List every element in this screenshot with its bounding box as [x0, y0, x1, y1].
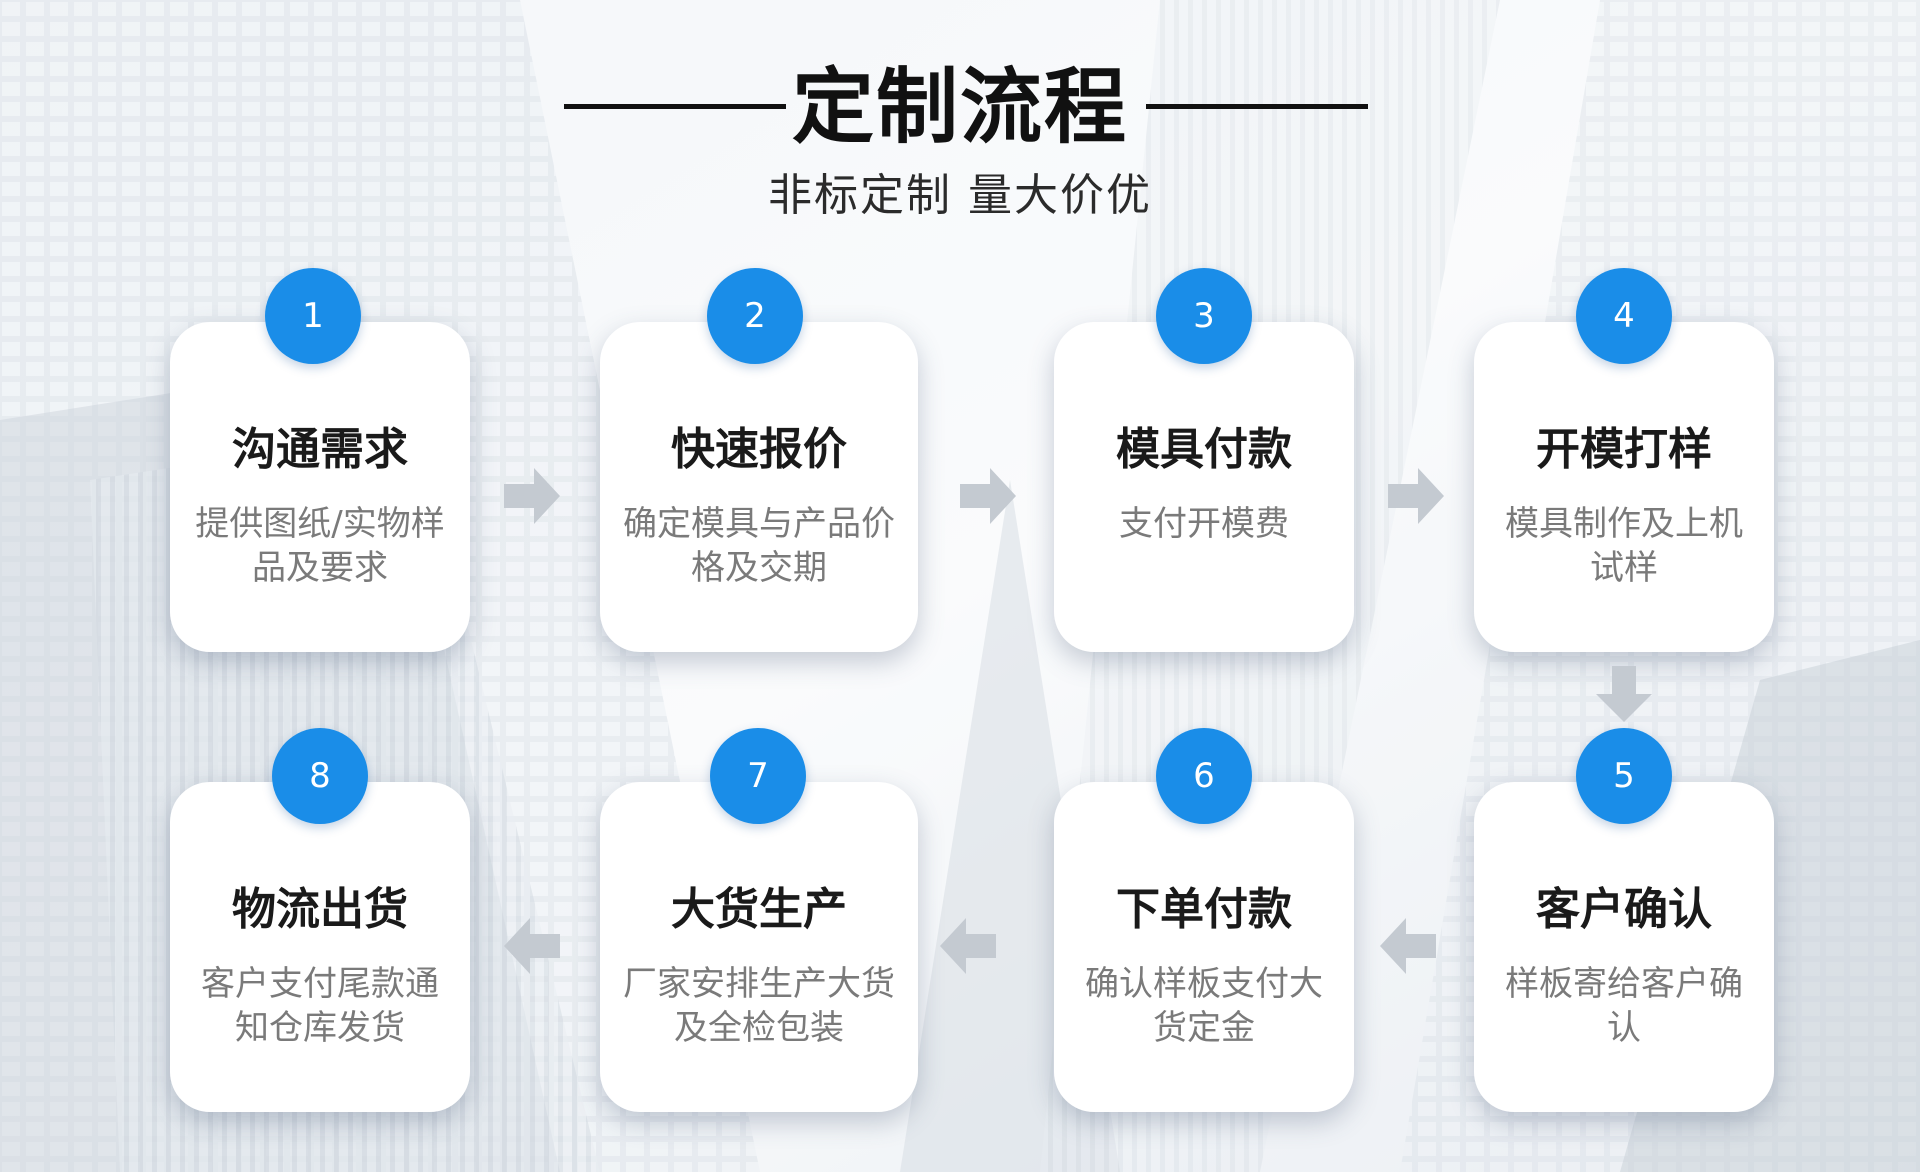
step-desc: 模具制作及上机试样	[1505, 504, 1743, 588]
page-subtitle: 非标定制 量大价优	[768, 170, 1152, 221]
step-title: 下单付款	[1116, 884, 1292, 935]
step-title: 大货生产	[671, 884, 847, 935]
step-number-badge-5: 5	[1576, 728, 1672, 824]
step-desc: 确定模具与产品价格及交期	[623, 504, 895, 588]
step-card-3: 模具付款 支付开模费	[1054, 322, 1354, 652]
step-number-badge-1: 1	[265, 268, 361, 364]
step-title: 客户确认	[1536, 884, 1712, 935]
step-number-badge-8: 8	[272, 728, 368, 824]
step-title: 开模打样	[1536, 424, 1712, 475]
step-card-2: 快速报价 确定模具与产品价格及交期	[600, 322, 918, 652]
step-card-8: 物流出货 客户支付尾款通知仓库发货	[170, 782, 470, 1112]
title-line-right	[1146, 104, 1368, 109]
step-desc: 厂家安排生产大货及全检包装	[623, 964, 895, 1048]
arrow-left-icon	[504, 918, 560, 974]
arrow-right-icon	[1388, 468, 1444, 524]
title-line-left	[564, 104, 786, 109]
step-number-badge-4: 4	[1576, 268, 1672, 364]
step-desc: 客户支付尾款通知仓库发货	[201, 964, 439, 1048]
arrow-left-icon	[940, 918, 996, 974]
title-block: 定制流程	[0, 60, 1920, 160]
step-number-badge-7: 7	[710, 728, 806, 824]
step-title: 快速报价	[671, 424, 847, 475]
step-card-7: 大货生产 厂家安排生产大货及全检包装	[600, 782, 918, 1112]
step-desc: 样板寄给客户确认	[1505, 964, 1743, 1048]
step-desc: 支付开模费	[1119, 504, 1289, 544]
step-number-badge-6: 6	[1156, 728, 1252, 824]
step-number-badge-2: 2	[707, 268, 803, 364]
arrow-down-icon	[1596, 666, 1652, 722]
step-desc: 提供图纸/实物样品及要求	[195, 504, 445, 588]
step-card-6: 下单付款 确认样板支付大货定金	[1054, 782, 1354, 1112]
step-number-badge-3: 3	[1156, 268, 1252, 364]
step-title: 物流出货	[232, 884, 408, 935]
page-title: 定制流程	[791, 60, 1128, 155]
step-card-1: 沟通需求 提供图纸/实物样品及要求	[170, 322, 470, 652]
arrow-right-icon	[960, 468, 1016, 524]
arrow-right-icon	[504, 468, 560, 524]
step-title: 沟通需求	[232, 424, 408, 475]
step-desc: 确认样板支付大货定金	[1085, 964, 1323, 1048]
arrow-left-icon	[1380, 918, 1436, 974]
step-card-5: 客户确认 样板寄给客户确认	[1474, 782, 1774, 1112]
step-card-4: 开模打样 模具制作及上机试样	[1474, 322, 1774, 652]
step-title: 模具付款	[1116, 424, 1292, 475]
